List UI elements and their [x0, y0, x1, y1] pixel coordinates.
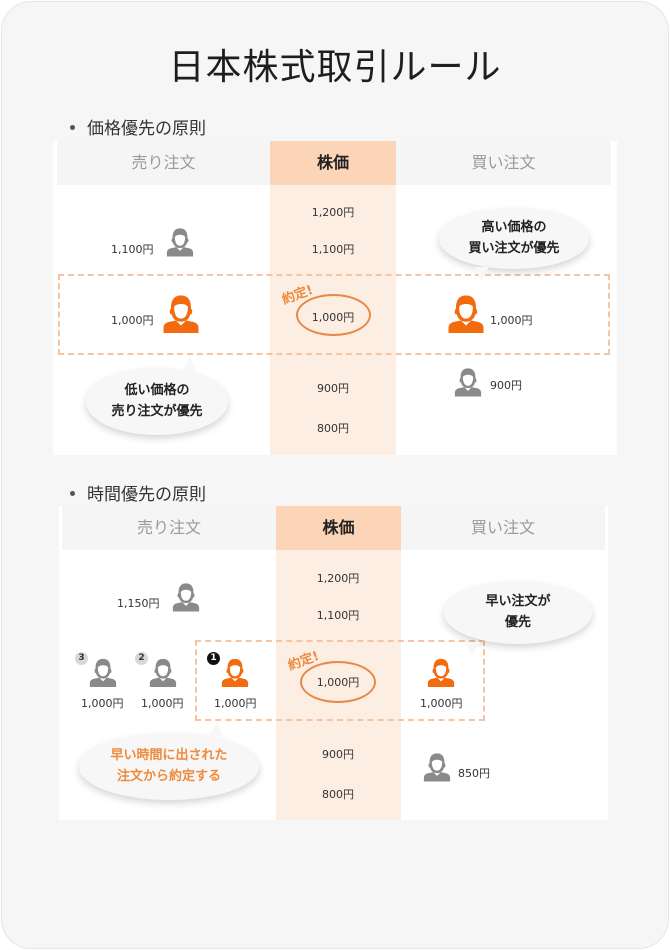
bubble-text: 低い価格の — [124, 383, 190, 399]
bullet-icon — [70, 490, 75, 496]
buy-order-amount: 1,000円 — [490, 314, 533, 327]
section-title: 時間優先の原則 — [87, 485, 206, 505]
price-level: 900円 — [322, 748, 354, 761]
match-highlight-box — [195, 640, 485, 721]
speech-bubble-buy: 高い価格の 買い注文が優先 — [439, 209, 589, 281]
speech-bubble-sell: 早い時間に出された 注文から約定する — [79, 722, 259, 800]
bubble-text: 注文から約定する — [116, 769, 221, 784]
person-icon — [148, 654, 178, 690]
price-level: 800円 — [317, 422, 349, 435]
speech-bubble-sell: 低い価格の 売り注文が優先 — [86, 357, 228, 435]
section-label-time-priority: 時間優先の原則 — [70, 480, 206, 505]
sell-order-amount: 1,000円 — [214, 697, 257, 710]
sell-order-amount: 1,100円 — [111, 243, 154, 256]
person-icon — [422, 748, 452, 785]
price-priority-diagram: 売り注文 株価 買い注文 1,200円 1,100円 1,000円 900円 8… — [53, 141, 617, 455]
queue-rank-badge: 3 — [75, 652, 88, 665]
bubble-text: 高い価格の — [481, 220, 547, 236]
match-ellipse — [296, 294, 371, 336]
sell-order-amount: 1,000円 — [81, 697, 124, 710]
header-sell: 売り注文 — [136, 518, 201, 537]
speech-bubble-buy: 早い注文が 優先 — [444, 582, 592, 656]
match-highlight-box — [58, 274, 610, 355]
bubble-text: 買い注文が優先 — [468, 241, 560, 256]
price-level: 800円 — [322, 788, 354, 801]
header-buy: 買い注文 — [470, 518, 535, 537]
section-title: 価格優先の原則 — [87, 119, 206, 139]
header-price: 株価 — [276, 506, 401, 550]
person-icon — [161, 289, 201, 337]
sell-order-amount: 1,150円 — [117, 597, 160, 610]
queue-rank-badge: 1 — [207, 652, 220, 665]
match-ellipse — [300, 661, 376, 703]
bubble-tail — [209, 722, 223, 736]
buy-order-amount: 1,000円 — [420, 697, 463, 710]
person-icon — [165, 223, 195, 260]
bubble-tail — [475, 267, 489, 281]
price-level: 900円 — [317, 382, 349, 395]
person-icon — [88, 654, 118, 690]
price-level: 1,100円 — [311, 243, 355, 256]
bubble-tail — [466, 642, 480, 656]
price-level: 1,200円 — [316, 572, 360, 585]
sell-order-amount: 1,000円 — [111, 314, 154, 327]
section-label-price-priority: 価格優先の原則 — [70, 114, 206, 139]
person-icon — [426, 654, 456, 690]
bubble-tail — [182, 357, 196, 371]
time-priority-diagram: 売り注文 株価 買い注文 1,200円 1,100円 1,000円 900円 8… — [59, 506, 608, 820]
buy-order-amount: 850円 — [458, 767, 490, 780]
queue-rank-badge: 2 — [135, 652, 148, 665]
bubble-text: 優先 — [504, 615, 531, 630]
price-level: 1,200円 — [311, 206, 355, 219]
buy-order-amount: 900円 — [490, 379, 522, 392]
price-level: 1,100円 — [316, 609, 360, 622]
bubble-text: 売り注文が優先 — [111, 404, 203, 419]
header-sell: 売り注文 — [131, 153, 196, 172]
sell-order-amount: 1,000円 — [141, 697, 184, 710]
person-icon — [171, 578, 201, 615]
bubble-text: 早い注文が — [485, 594, 551, 610]
person-icon — [453, 363, 483, 400]
bubble-text: 早い時間に出された — [110, 748, 228, 764]
page-title: 日本株式取引ルール — [168, 47, 502, 88]
bullet-icon — [70, 124, 75, 130]
person-icon — [446, 289, 486, 337]
person-icon — [220, 654, 250, 690]
header-price: 株価 — [270, 141, 396, 185]
header-buy: 買い注文 — [471, 153, 536, 172]
